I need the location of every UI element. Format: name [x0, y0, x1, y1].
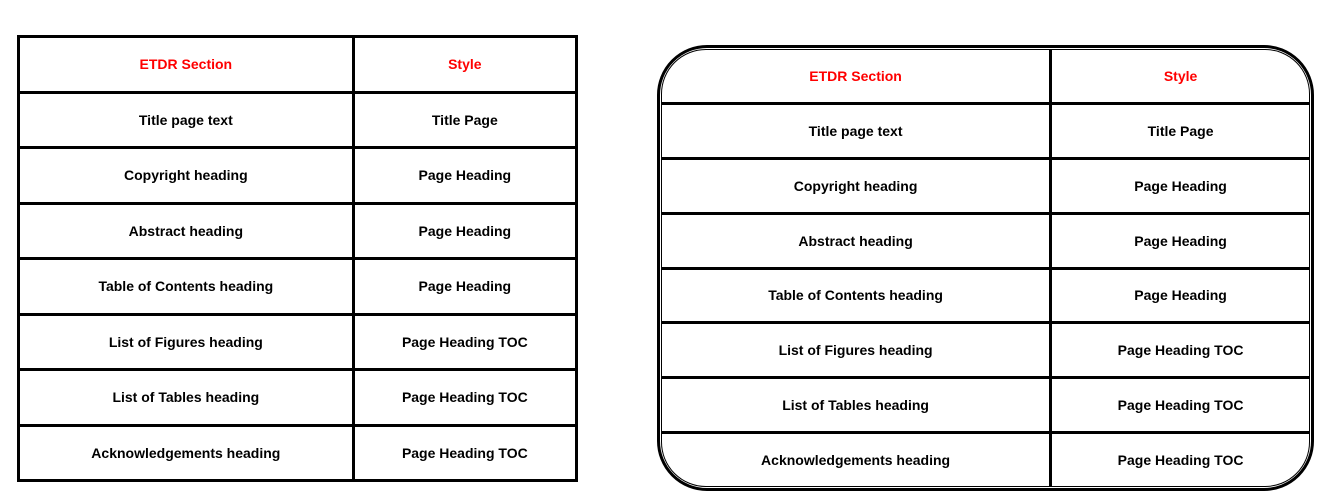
cell-etdr-section: Title page text [20, 93, 355, 146]
cell-style: Page Heading [1134, 232, 1227, 249]
table-row: Copyright heading Page Heading [20, 146, 575, 202]
cell-etdr-section: Abstract heading [662, 214, 1053, 267]
cell-style: Page Heading TOC [401, 333, 528, 350]
cell-etdr-section: Title page text [662, 104, 1053, 157]
cell-style: Page Heading [1134, 287, 1227, 304]
table-row: List of Tables heading Page Heading TOC [662, 376, 1309, 432]
table-row: List of Figures heading Page Heading TOC [662, 321, 1309, 377]
header-cell-style: Style [448, 56, 482, 73]
cell-etdr-section: List of Tables heading [20, 371, 355, 424]
cell-etdr-section: List of Figures heading [662, 324, 1053, 377]
table-row: Abstract heading Page Heading [662, 211, 1309, 267]
cell-etdr-section: Table of Contents heading [662, 269, 1053, 322]
cell-etdr-section: List of Tables heading [662, 379, 1053, 432]
table-row: Acknowledgements heading Page Heading TO… [20, 423, 575, 479]
cell-style: Title Page [431, 111, 498, 128]
table-row: Copyright heading Page Heading [662, 156, 1309, 212]
square-corner-style-table: ETDR Section Style Title page text Title… [17, 35, 578, 482]
table-rows: ETDR Section Style Title page text Title… [20, 38, 575, 479]
cell-style: Page Heading TOC [1117, 452, 1244, 469]
cell-etdr-section: Table of Contents heading [20, 260, 355, 313]
cell-etdr-section: Copyright heading [20, 149, 355, 202]
table-row: List of Tables heading Page Heading TOC [20, 368, 575, 424]
cell-style: Page Heading [418, 278, 512, 295]
table-row: Table of Contents heading Page Heading [662, 266, 1309, 322]
cell-etdr-section: Copyright heading [662, 159, 1053, 212]
table-rows: ETDR Section Style Title page text Title… [662, 50, 1309, 486]
table-row: Abstract heading Page Heading [20, 201, 575, 257]
cell-style: Page Heading TOC [401, 444, 528, 461]
rounded-corner-style-table: ETDR Section Style Title page text Title… [657, 45, 1314, 491]
rounded-table-inner-border: ETDR Section Style Title page text Title… [661, 49, 1310, 487]
cell-etdr-section: Abstract heading [20, 204, 355, 257]
cell-style: Title Page [1147, 122, 1214, 139]
cell-etdr-section: Acknowledgements heading [662, 434, 1053, 486]
cell-etdr-section: List of Figures heading [20, 315, 355, 368]
cell-style: Page Heading [1134, 177, 1227, 194]
header-cell-etdr-section: ETDR Section [662, 50, 1053, 102]
header-cell-etdr-section: ETDR Section [20, 38, 355, 91]
table-row: Table of Contents heading Page Heading [20, 257, 575, 313]
header-cell-style: Style [1163, 67, 1198, 84]
cell-style: Page Heading TOC [1117, 342, 1244, 359]
table-row: Title page text Title Page [20, 90, 575, 146]
cell-etdr-section: Acknowledgements heading [20, 426, 355, 479]
cell-style: Page Heading TOC [401, 389, 528, 406]
table-header-row: ETDR Section Style [662, 50, 1309, 102]
table-header-row: ETDR Section Style [20, 38, 575, 91]
table-row: Acknowledgements heading Page Heading TO… [662, 431, 1309, 486]
table-row: List of Figures heading Page Heading TOC [20, 312, 575, 368]
cell-style: Page Heading TOC [1117, 397, 1244, 414]
table-row: Title page text Title Page [662, 101, 1309, 157]
cell-style: Page Heading [418, 222, 512, 239]
cell-style: Page Heading [418, 167, 512, 184]
